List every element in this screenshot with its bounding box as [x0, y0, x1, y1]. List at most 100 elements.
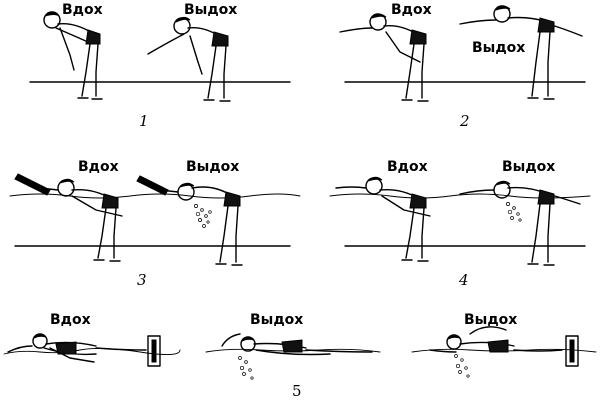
leg-back — [421, 207, 425, 259]
panel-5-figures — [3, 326, 597, 380]
arm-forward — [7, 345, 33, 353]
leg-back — [421, 43, 425, 99]
leg-front — [97, 207, 107, 259]
panel-5-inhale-label: Вдох — [50, 312, 91, 328]
kickboard — [565, 335, 579, 367]
arm-forward — [335, 186, 367, 189]
panel-4-inhale-label: Вдох — [387, 159, 428, 175]
panel-4-figure-inhale — [335, 176, 431, 262]
arm-back — [381, 195, 431, 217]
arm — [59, 27, 75, 71]
panel-1-number: 1 — [139, 112, 149, 130]
board — [14, 173, 51, 196]
panel-3-inhale-label: Вдох — [78, 159, 119, 175]
panel-4-exhale-label: Выдох — [502, 159, 556, 175]
panel-5-swimmer-inhale — [3, 333, 181, 367]
panel-4-figure-exhale — [459, 180, 581, 266]
panel-3-figure-inhale — [14, 173, 123, 262]
panel-1-exhale-label: Выдох — [184, 2, 238, 18]
head — [32, 333, 48, 349]
arm-back — [71, 195, 123, 217]
cap — [447, 335, 461, 340]
bubbles — [194, 204, 212, 228]
trunks — [101, 193, 119, 209]
legs — [305, 349, 373, 353]
panel-1-figure-exhale — [147, 16, 231, 102]
head — [173, 17, 191, 35]
arm-forward — [159, 189, 179, 193]
leg-back — [547, 31, 551, 97]
trunks — [55, 341, 77, 355]
arm-back — [49, 347, 95, 363]
panel-1-figures — [29, 11, 291, 102]
leg-back — [235, 205, 239, 263]
hair — [495, 180, 511, 186]
legs — [95, 347, 147, 351]
legs — [513, 349, 563, 352]
arm-back — [255, 349, 331, 356]
board — [136, 175, 169, 196]
panel-5-exhale-label-b: Выдох — [464, 312, 518, 328]
panel-2-inhale-label: Вдох — [391, 2, 432, 18]
panel-3-figure-exhale — [136, 175, 243, 266]
back — [459, 341, 515, 347]
trunks — [537, 17, 555, 33]
hair — [175, 16, 191, 23]
feet — [527, 263, 555, 266]
trunks — [537, 189, 555, 205]
panel-3-figures — [9, 173, 301, 266]
leg-front — [405, 207, 415, 259]
panel-1-figure-inhale — [43, 11, 103, 100]
chest — [55, 27, 89, 43]
hair — [367, 176, 383, 182]
panel-1-inhale-label: Вдох — [62, 2, 103, 18]
trunks — [487, 339, 509, 353]
arm-forward — [459, 19, 497, 25]
trunks — [85, 29, 101, 45]
kickboard-grip — [151, 339, 157, 363]
arm-forward — [339, 27, 373, 33]
feet — [527, 97, 555, 100]
arm-back — [385, 31, 421, 63]
hair — [44, 12, 60, 17]
head — [446, 334, 462, 350]
leg-front — [531, 31, 541, 97]
leg-front — [207, 45, 217, 99]
panel-5-swimmer-exhale-b — [411, 326, 597, 378]
arm-forward — [429, 349, 457, 353]
arm-recovery — [221, 333, 241, 347]
feet — [401, 259, 429, 262]
hair — [59, 178, 75, 184]
bubbles — [454, 354, 470, 378]
kickboard — [147, 335, 161, 367]
trunks — [281, 339, 303, 353]
feet — [93, 259, 121, 262]
leg-front — [405, 43, 415, 99]
panel-3-number: 3 — [137, 271, 147, 289]
panel-3-water-line — [9, 193, 301, 199]
arm-down — [189, 35, 203, 75]
hair — [179, 182, 195, 188]
feet — [77, 97, 103, 100]
panel-2-figure-inhale — [339, 13, 429, 102]
panel-4-figures — [329, 176, 591, 266]
leg-front — [531, 203, 541, 263]
feet — [203, 99, 231, 102]
panel-5-swimmer-exhale-a — [205, 333, 381, 380]
kickboard-grip — [569, 339, 575, 363]
hair — [495, 5, 511, 11]
panel-2-figure-exhale — [459, 5, 583, 100]
panel-5-exhale-label-a: Выдох — [250, 312, 304, 328]
bubbles — [238, 356, 254, 380]
cap — [241, 337, 255, 342]
leg-front — [219, 205, 229, 263]
panel-2-figures — [339, 5, 586, 102]
arm-recovery — [469, 326, 507, 335]
leg-front — [81, 43, 91, 97]
hair — [371, 13, 387, 19]
panel-5-number: 5 — [292, 382, 302, 400]
arm-forward — [39, 187, 59, 191]
arm-forward — [459, 189, 495, 195]
leg-back — [223, 45, 227, 99]
